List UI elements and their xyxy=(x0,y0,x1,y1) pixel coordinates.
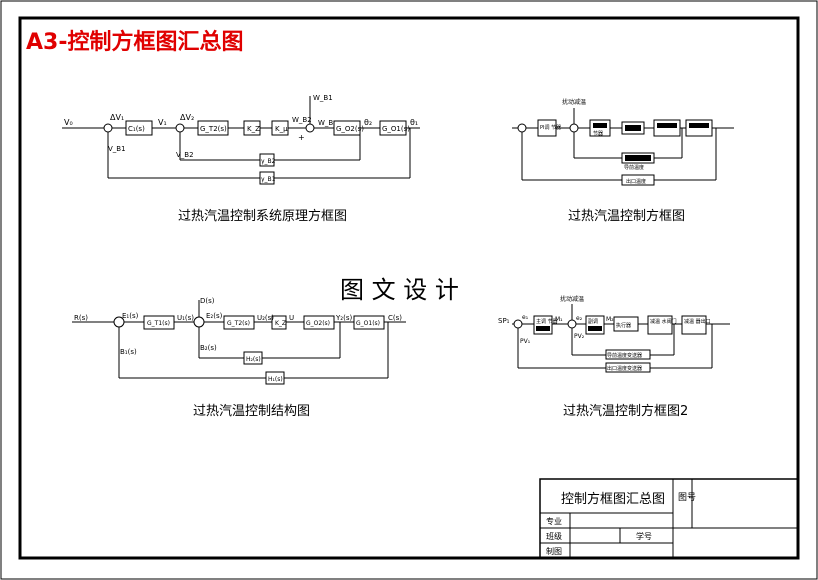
c2-e2-label: e₂ xyxy=(576,315,583,322)
s-go2-label: G_O2(s) xyxy=(306,320,330,327)
major-label: 专业 xyxy=(546,516,562,526)
drafter-label: 制图 xyxy=(546,546,562,556)
watermark: 图 文 设 计 xyxy=(340,276,459,304)
theta2-label: θ₂ xyxy=(364,118,372,127)
c2-block1-label: 主调 节器 xyxy=(536,318,558,325)
s-h2-label: H₂(s) xyxy=(246,356,261,363)
sheet-title: A3-控制方框图汇总图 xyxy=(26,29,243,55)
control1-caption: 过热汽温控制方框图 xyxy=(568,208,685,224)
c2-m2-label: M₂ xyxy=(606,316,614,323)
control1-diagram: 扰动减温 PI调 节器 节器 导前温度 出口温度 xyxy=(512,98,734,186)
s-kz-label: K_Z xyxy=(275,320,286,327)
control2-diagram: SP₁ e₁ PV₁ 主调 节器 扰动减温 M₁ e₂ PV₂ 副调 M₂ 执行… xyxy=(498,295,730,373)
s-g1-label: G_T1(s) xyxy=(147,320,170,327)
principle-caption: 过热汽温控制系统原理方框图 xyxy=(178,208,347,224)
principle-diagram: V₀ ΔV₁ V_B1 C₁(s) V₁ ΔV₂ V_B2 G_T2(s) K_… xyxy=(62,94,420,185)
c2-sp-label: SP₁ xyxy=(498,317,510,325)
s-g2-label: G_T2(s) xyxy=(227,320,250,327)
vb1-label: V_B1 xyxy=(108,145,126,153)
vb2-label: V_B2 xyxy=(176,151,194,159)
s-b1-label: B₁(s) xyxy=(120,348,137,356)
s-e2-label: E₂(s) xyxy=(206,312,223,320)
title-block-title: 控制方框图汇总图 xyxy=(561,491,665,507)
c2-fb1-label: 导前温度变送器 xyxy=(607,352,642,359)
v0-label: V₀ xyxy=(64,118,73,127)
v1-label: V₁ xyxy=(158,118,167,127)
c1-block-label: C₁(s) xyxy=(128,125,145,133)
dv1-label: ΔV₁ xyxy=(110,113,124,122)
s-r-label: R(s) xyxy=(74,314,88,322)
title-block: 控制方框图汇总图 图号 专业 班级 学号 制图 xyxy=(539,478,799,559)
s-c-label: C(s) xyxy=(388,314,402,322)
s-u2-label: U₂(s) xyxy=(257,314,274,322)
drawing-no-label: 图号 xyxy=(678,492,696,503)
c2-m1-label: M₁ xyxy=(555,316,563,323)
c1-top-label: 扰动减温 xyxy=(562,98,586,106)
theta1-label: θ₁ xyxy=(410,118,418,127)
class-label: 班级 xyxy=(546,531,562,541)
s-go1-label: G_O1(s) xyxy=(356,320,380,327)
kz-block-label: K_Z xyxy=(247,125,260,133)
wb1-label: W_B1 xyxy=(313,94,333,102)
structure-caption: 过热汽温控制结构图 xyxy=(193,404,310,419)
c1-fb1-label: 导前温度 xyxy=(624,164,644,171)
plus-sign: + xyxy=(298,133,305,142)
c2-e1-label: e₁ xyxy=(522,314,529,321)
c2-fb2-label: 出口温度变送器 xyxy=(607,365,642,372)
c2-top-label: 扰动减温 xyxy=(560,295,584,303)
c2-block2-label: 副调 xyxy=(588,318,598,325)
c2-block3-label: 执行器 xyxy=(616,322,631,329)
s-d-label: D(s) xyxy=(200,297,215,305)
c1-fb2-label: 出口温度 xyxy=(626,178,646,185)
s-u3-label: U xyxy=(289,314,294,322)
fb2-block-label: γ_B2 xyxy=(261,158,276,165)
gt2-block-label: G_T2(s) xyxy=(200,125,227,133)
s-b2-label: B₂(s) xyxy=(200,344,217,352)
go2-block-label: G_O2(s) xyxy=(336,125,364,133)
fb1-block-label: γ_B1 xyxy=(261,176,276,183)
control2-caption: 过热汽温控制方框图2 xyxy=(563,403,688,419)
inner-border xyxy=(18,16,800,560)
c2-pv2-label: PV₂ xyxy=(574,333,585,340)
c1-block1-label: PI调 节器 xyxy=(540,124,561,131)
s-h1-label: H₁(s) xyxy=(268,376,283,383)
wb-label: W_B xyxy=(318,119,333,127)
c2-block5-label: 减温 器出口 xyxy=(684,318,711,325)
s-e1-label: E₁(s) xyxy=(122,312,139,320)
c2-block4-label: 减温 水阀门 xyxy=(650,318,677,325)
student-no-label: 学号 xyxy=(636,531,652,541)
c1-block2-label: 节器 xyxy=(593,131,603,137)
s-y2-label: Y₂(s) xyxy=(335,314,352,322)
wb2-label: W_B2 xyxy=(292,116,312,124)
s-u1-label: U₁(s) xyxy=(177,314,194,322)
ku-block-label: K_μ xyxy=(275,125,288,133)
structure-diagram: R(s) E₁(s) G_T1(s) U₁(s) D(s) E₂(s) G_T2… xyxy=(72,297,406,385)
go1-block-label: G_O1(s) xyxy=(382,125,410,133)
c2-pv1-label: PV₁ xyxy=(520,338,531,345)
dv2-label: ΔV₂ xyxy=(180,113,194,122)
